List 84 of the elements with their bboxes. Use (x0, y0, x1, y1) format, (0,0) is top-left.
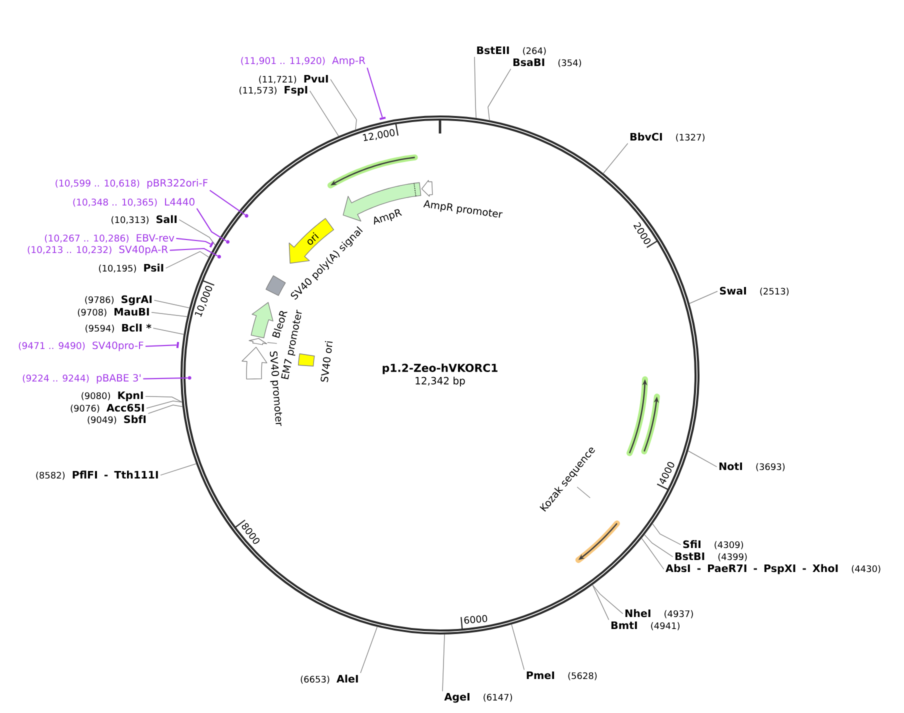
feature-shape (250, 302, 274, 338)
cut-site-label: (6653) AleI (300, 674, 358, 684)
cut-site-label: AgeI (6147) (444, 693, 512, 703)
leader-line (145, 396, 182, 402)
cut-site-label: (11,721) PvuI (259, 74, 328, 84)
primer-label: (10,599 .. 10,618) pBR322ori-F (56, 178, 208, 189)
cut-site-label: PmeI (5628) (526, 672, 597, 680)
primer-site-mark (209, 241, 214, 248)
feature-shape (248, 338, 268, 346)
cut-site-label: (9708) MauBI (78, 308, 149, 317)
orf-marker (641, 394, 660, 454)
leader-line (160, 463, 197, 476)
primer-label: (11,901 .. 11,920) Amp-R (241, 56, 366, 66)
feature-label: AmpR promoter (423, 200, 503, 218)
feature-shape (421, 180, 433, 197)
cut-site-label: (9786) SgrAI (85, 295, 152, 306)
orf-marker (328, 154, 418, 188)
leader-line (576, 486, 591, 498)
cut-site-label: NheI (4937) (625, 609, 693, 618)
scale-label: 12,000 (362, 129, 395, 142)
cut-site-label: (8582) PflFI - Tth111I (36, 470, 158, 480)
leader-line (196, 208, 226, 242)
primer-label: (10,267 .. 10,286) EBV-rev (44, 234, 174, 243)
leader-line (148, 404, 183, 414)
leader-line (474, 56, 476, 118)
leader-line (366, 68, 383, 118)
feature-box (266, 275, 286, 296)
leader-line (152, 328, 184, 335)
leader-line (267, 342, 278, 344)
cut-site-label: BstBI (4399) (675, 552, 747, 562)
cut-site-label: (11,573) FspI (240, 86, 308, 96)
feature-label: BleoR (272, 310, 288, 338)
leader-line (330, 78, 357, 130)
leader-line (689, 290, 718, 304)
cut-site-label: AbsI - PaeR7I - PspXI - XhoI (4430) (666, 564, 880, 574)
leader-line (511, 624, 525, 670)
primer-site-mark (176, 342, 180, 348)
orf-marker (626, 376, 648, 456)
cut-site-label: (9049) SbfI (88, 415, 146, 424)
leader-line (442, 634, 445, 692)
cut-site-label: BbvCI (1327) (630, 132, 704, 142)
feature-label: SV40 ori (320, 341, 333, 382)
cut-site-label: SfiI (4309) (683, 540, 744, 550)
cut-site-label: (10,313) SalI (112, 215, 177, 224)
primer-site-mark (380, 116, 386, 120)
leader-line (143, 377, 188, 380)
leader-line (592, 584, 610, 620)
leader-line (154, 300, 190, 308)
leader-line (602, 143, 628, 174)
leader-line (309, 90, 339, 136)
leader-line (151, 312, 188, 317)
scale-label: 6000 (464, 614, 488, 624)
cut-site-label: (10,195) PsiI (99, 264, 164, 273)
leader-line (170, 248, 218, 256)
leader-line (488, 68, 512, 121)
feature-label: SV40 promoter (270, 351, 282, 426)
primer-label: (9224 .. 9244) pBABE 3' (22, 374, 141, 384)
leader-line (145, 344, 177, 347)
leader-line (592, 584, 624, 614)
leader-line (644, 534, 674, 558)
leader-line (178, 219, 216, 246)
primer-label: (9471 .. 9490) SV40pro-F (18, 342, 144, 352)
leader-line (210, 190, 246, 216)
leader-line (165, 251, 210, 269)
cut-site-label: (9076) Acc65I (70, 404, 144, 413)
cut-site-label: SwaI (2513) (720, 286, 789, 296)
leader-line (652, 523, 682, 546)
scale-label: 4000 (660, 462, 674, 484)
primer-label: (10,213 .. 10,232) SV40pA-R (28, 246, 168, 256)
feature-shape (242, 346, 268, 380)
cut-site-label: BmtI (4941) (611, 621, 680, 630)
cut-site-label: BstEII (264) (477, 46, 546, 56)
leader-line (360, 626, 378, 674)
leader-line (176, 238, 211, 244)
feature-label: AmpR (374, 209, 402, 225)
cut-site-label: (9594) BclI * (86, 324, 152, 333)
primer-label: (10,348 .. 10,365) L4440 (73, 198, 194, 207)
orf-marker (575, 520, 620, 563)
cut-site-label: BsaBI (354) (513, 58, 582, 68)
cut-site-label: (9080) KpnI (82, 391, 143, 402)
leader-line (641, 538, 664, 570)
leader-line (146, 400, 182, 409)
leader-line (688, 450, 718, 468)
cut-site-label: NotI (3693) (719, 462, 785, 472)
